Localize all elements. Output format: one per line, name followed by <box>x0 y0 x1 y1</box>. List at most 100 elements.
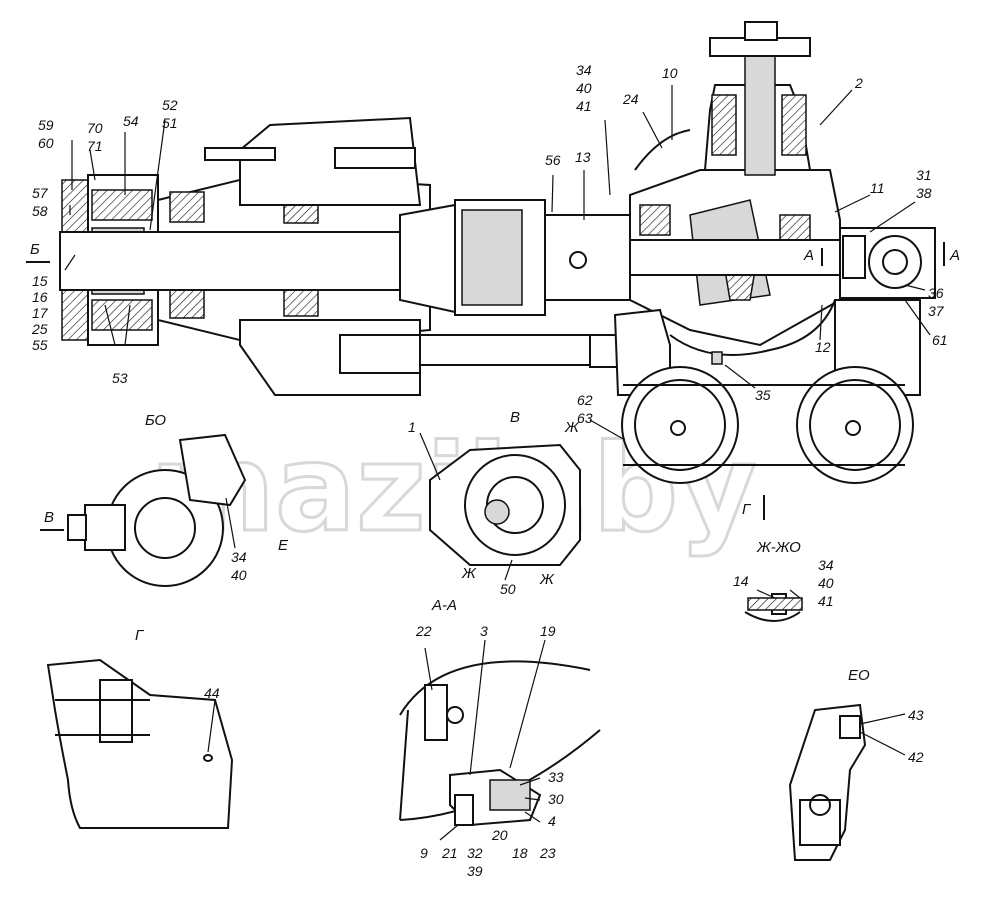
main-assembly <box>59 21 936 484</box>
eo-fitting <box>839 715 861 739</box>
pinion-bearing-left <box>711 94 737 156</box>
bearing-inner-left <box>169 287 205 319</box>
eo-block <box>799 799 841 846</box>
callout-15: 15 <box>32 273 48 289</box>
callout-23: 23 <box>539 845 556 861</box>
g-bracket <box>99 679 133 743</box>
zh-plate <box>747 597 803 611</box>
breather-tube <box>634 129 691 171</box>
callout-14: 14 <box>733 573 749 589</box>
axle-shaft-left <box>59 231 431 291</box>
aa-bracket <box>424 684 448 741</box>
aa-housing-top <box>399 660 591 716</box>
view-label-aa: А-А <box>431 597 457 614</box>
callout-57: 57 <box>32 185 49 201</box>
section-mark-zh1: Ж <box>564 419 580 436</box>
callout-2: 2 <box>854 75 863 91</box>
section-mark-g-arrow: Г <box>742 501 752 518</box>
v-flange <box>464 454 566 556</box>
callout-61: 61 <box>932 332 948 348</box>
view-label-v: В <box>510 409 520 426</box>
callout-19: 19 <box>540 623 556 639</box>
callout-40-bo: 40 <box>231 567 247 583</box>
callout-34-zh: 34 <box>818 557 834 573</box>
brake-cylinder <box>334 147 416 169</box>
cv-joint-core <box>461 209 523 306</box>
section-mark-b: Б <box>30 241 40 258</box>
view-bo <box>67 433 247 587</box>
diff-bearing-left <box>639 204 671 236</box>
callout-3: 3 <box>480 623 488 639</box>
callout-31: 31 <box>916 167 932 183</box>
leader-lines <box>64 85 931 841</box>
section-mark-a-inner: А <box>803 247 814 264</box>
callout-41-top: 41 <box>576 98 592 114</box>
callout-43: 43 <box>908 707 924 723</box>
cross-member <box>419 334 621 366</box>
callout-4: 4 <box>548 813 556 829</box>
section-mark-a-right: А <box>949 247 960 264</box>
g-drain-hole <box>203 754 213 762</box>
section-mark-v-left: В <box>44 509 54 526</box>
callout-39: 39 <box>467 863 483 879</box>
callout-42: 42 <box>908 749 924 765</box>
callout-35: 35 <box>755 387 771 403</box>
callout-70: 70 <box>87 120 103 136</box>
aa-nut <box>454 794 474 826</box>
brake-chamber <box>339 334 421 374</box>
pipe-clamp <box>711 351 723 365</box>
view-g <box>46 658 234 829</box>
callout-25: 25 <box>31 321 48 337</box>
view-v <box>429 443 581 566</box>
callout-22: 22 <box>415 623 432 639</box>
view-zh-zho <box>744 593 803 622</box>
callout-59: 59 <box>38 117 54 133</box>
view-label-g: Г <box>135 627 145 644</box>
callout-21: 21 <box>441 845 458 861</box>
hub-gear-top <box>91 189 153 221</box>
callout-36: 36 <box>928 285 944 301</box>
zh-plate-curve <box>744 611 801 622</box>
callout-20: 20 <box>491 827 508 843</box>
tube-bolt <box>569 251 587 269</box>
view-label-bo: БО <box>145 412 166 429</box>
axle-tube <box>544 214 636 301</box>
callout-labels: 59 60 70 71 54 52 51 57 58 Б 15 16 17 25… <box>26 62 960 879</box>
view-eo <box>788 703 867 861</box>
callout-10: 10 <box>662 65 678 81</box>
g-outline <box>46 658 234 829</box>
callout-44: 44 <box>204 685 220 701</box>
callout-34-top: 34 <box>576 62 592 78</box>
callout-24: 24 <box>622 91 639 107</box>
pinion-bearing-right <box>781 94 807 156</box>
callout-13: 13 <box>575 149 591 165</box>
aa-bolt <box>446 706 464 724</box>
callout-33: 33 <box>548 769 564 785</box>
callout-50: 50 <box>500 581 516 597</box>
flange-block <box>842 235 866 279</box>
callout-1: 1 <box>408 419 416 435</box>
air-tank-right-rim <box>809 379 901 471</box>
air-tank-left-cap <box>670 420 686 436</box>
shaft-flare <box>399 203 456 314</box>
eo-outline <box>788 703 867 861</box>
callout-30: 30 <box>548 791 564 807</box>
section-mark-zh2: Ж <box>461 565 477 582</box>
callout-63: 63 <box>577 410 593 426</box>
callout-54: 54 <box>123 113 139 129</box>
aa-valve-core <box>489 779 531 811</box>
view-label-zh-zho: Ж-ЖО <box>756 539 801 556</box>
air-pipe <box>669 299 836 356</box>
callout-62: 62 <box>577 392 593 408</box>
callout-32: 32 <box>467 845 483 861</box>
bo-stub-shaft <box>84 504 126 551</box>
callout-58: 58 <box>32 203 48 219</box>
callout-18: 18 <box>512 845 528 861</box>
pinion-shaft <box>744 54 776 176</box>
section-mark-e: Е <box>278 537 289 554</box>
callout-34-bo: 34 <box>231 549 247 565</box>
callout-60: 60 <box>38 135 54 151</box>
flange-hub <box>882 249 908 275</box>
aa-housing-left <box>399 709 409 821</box>
